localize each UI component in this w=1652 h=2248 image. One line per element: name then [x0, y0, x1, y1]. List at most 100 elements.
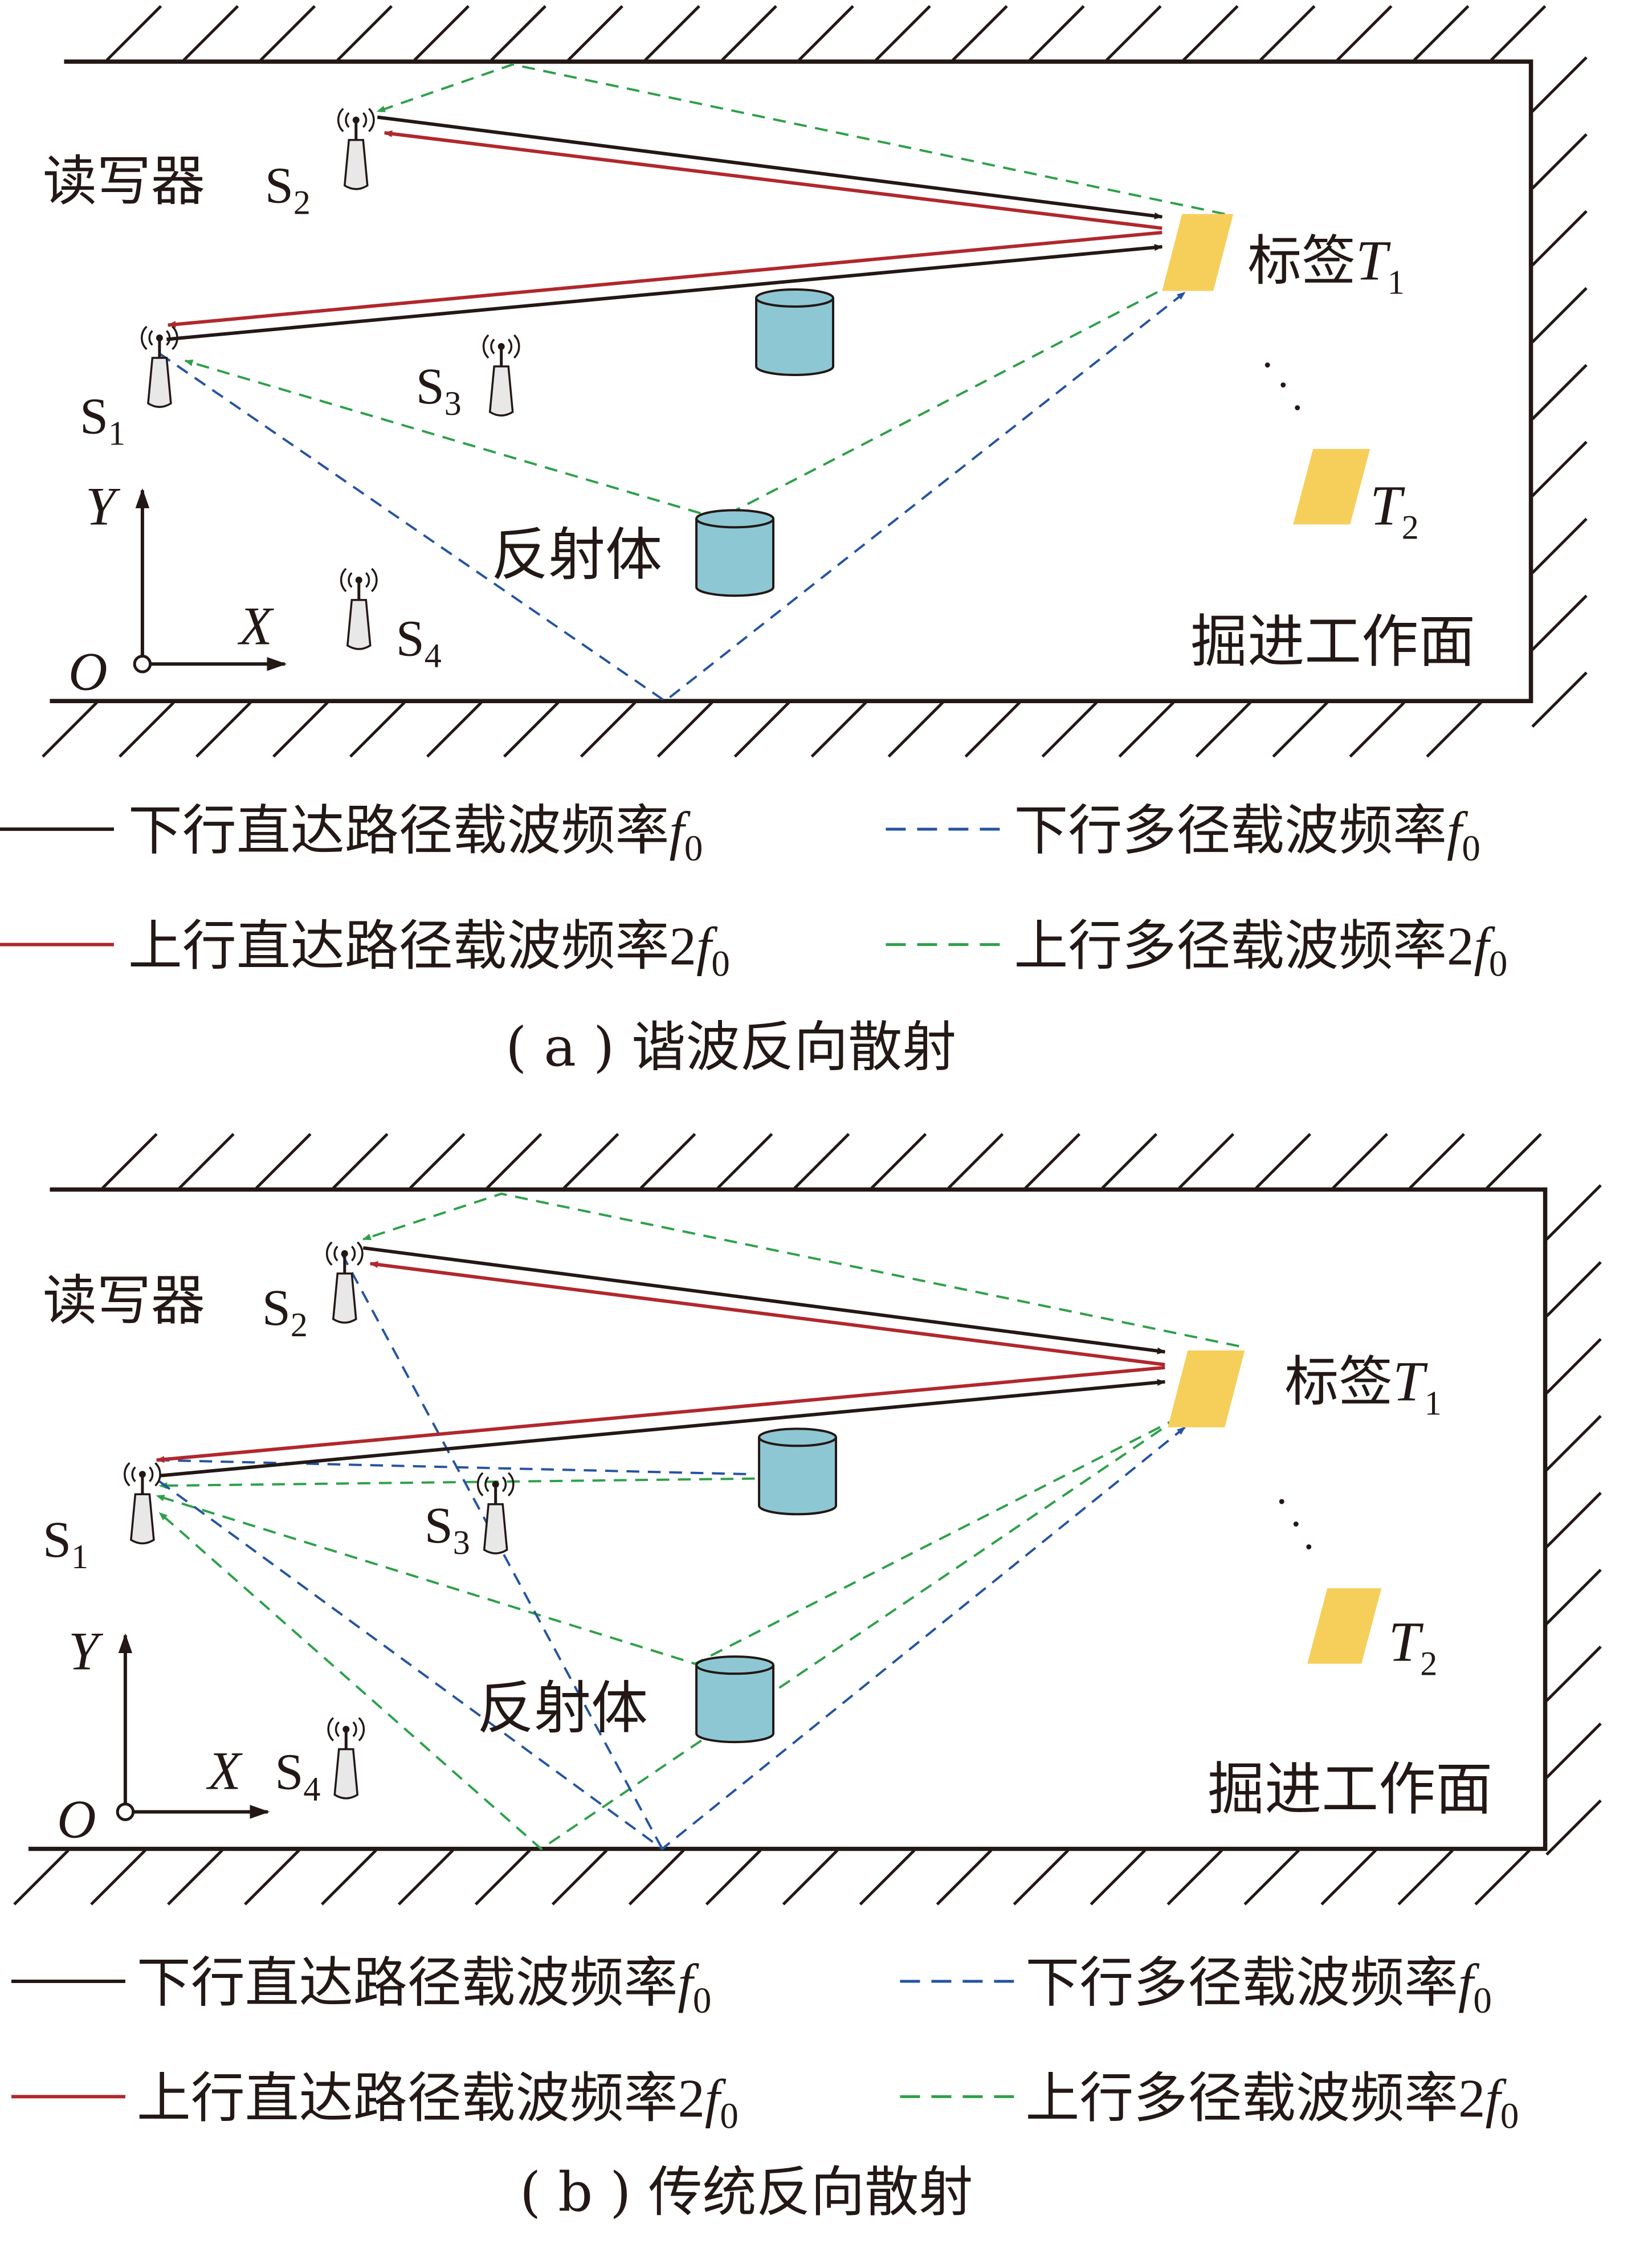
hatch-line [1531, 594, 1588, 651]
hatch-line [1409, 1133, 1465, 1189]
legend-label-downlink-multipath: 下行多径载波频率f0 [1025, 1952, 1492, 2021]
origin-marker [116, 1802, 135, 1821]
downlink-multipath-path [341, 1252, 663, 1850]
hatch-line [332, 1133, 389, 1189]
reader-s4-label: S4 [275, 1744, 320, 1808]
downlink-direct-path [362, 1246, 1166, 1354]
hatch-line [1272, 701, 1328, 758]
hatch-line [1106, 5, 1162, 62]
hatch-line [1545, 1645, 1602, 1702]
hatch-line [793, 1133, 850, 1189]
x-axis-label: X [206, 1741, 243, 1801]
reader-s2-label: S2 [265, 158, 311, 222]
uplink-multipath-path [362, 1192, 1239, 1348]
uplink-multipath-path [376, 63, 1225, 215]
tag-rfid-icon [1168, 1350, 1245, 1427]
hatch-line [1531, 56, 1588, 113]
hatch-line [1090, 1849, 1147, 1906]
uplink-multipath-path [184, 281, 1177, 520]
cylinder-icon [755, 288, 834, 376]
origin-label: O [68, 641, 108, 701]
hatch-line [1531, 671, 1588, 728]
tag-rfid-icon [1307, 1588, 1382, 1664]
hatch-line [1397, 1849, 1454, 1906]
hatch-line [1531, 517, 1588, 574]
hatch-line [105, 5, 162, 62]
hatch-line [259, 5, 316, 62]
legend-label-uplink-multipath: 上行多径载波频率2f0 [1014, 915, 1507, 985]
hatch-line [167, 1849, 223, 1906]
ellipsis-dot: · [1275, 1478, 1289, 1525]
antenna-icon [125, 1463, 160, 1543]
hatch-line [42, 701, 98, 758]
caption: ( b ) 传统反向散射 [520, 2161, 973, 2223]
hatch-line [1545, 1415, 1602, 1471]
hatch-line [244, 1849, 300, 1906]
hatch-line [1041, 701, 1098, 758]
hatch-line [952, 5, 1008, 62]
hatch-line [798, 5, 854, 62]
antenna-icon [338, 109, 374, 189]
hatch-line [1545, 1184, 1602, 1241]
y-axis-label: Y [68, 1621, 104, 1682]
hatch-line [716, 1133, 773, 1189]
hatch-line [119, 701, 175, 758]
hatch-line [567, 5, 623, 62]
hatch-line [936, 1849, 993, 1906]
hatch-line [964, 701, 1021, 758]
hatch-line [947, 1133, 1004, 1189]
ellipsis-dot: · [1261, 341, 1275, 389]
origin-label: O [57, 1789, 96, 1850]
hatch-line [182, 5, 239, 62]
reader-s1-label: S1 [43, 1512, 88, 1576]
tag-rfid-icon [1162, 214, 1234, 291]
ellipsis-dot: · [1289, 1501, 1303, 1548]
hatch-line [562, 1133, 619, 1189]
hatch-line [474, 1849, 531, 1906]
hatch-line [1182, 5, 1239, 62]
downlink-multipath-path [158, 1426, 1186, 1851]
tunnel-wall [28, 1187, 1548, 1851]
hatch-line [1545, 1799, 1602, 1856]
reader-s2-label: S2 [262, 1280, 308, 1344]
reader-s3-label: S3 [416, 358, 462, 422]
tag-t2-label: T2 [1389, 1610, 1438, 1683]
x-axis-label: X [237, 595, 275, 656]
hatch-line [490, 5, 546, 62]
hatch-line [1486, 1133, 1542, 1189]
legend: 下行直达路径载波频率f0 下行多径载波频率f0 上行直达路径载波频率2f0 上行… [11, 1952, 1519, 2136]
origin-marker [133, 655, 152, 674]
legend-label-uplink-multipath: 上行多径载波频率2f0 [1025, 2067, 1519, 2136]
hatch-line [13, 1849, 70, 1906]
ellipsis-dot: · [1276, 361, 1290, 409]
hatch-line [272, 701, 329, 758]
hatch-line [1255, 1133, 1311, 1189]
hatch-line [1024, 1133, 1081, 1189]
hatch-line [397, 1849, 454, 1906]
hatch-line [1490, 5, 1547, 62]
cylinder-icon [758, 1427, 837, 1516]
working-face-label: 掘进工作面 [1208, 1756, 1492, 1823]
reader-s4-label: S4 [396, 610, 442, 674]
hatch-line [195, 701, 252, 758]
uplink-multipath-path [158, 1477, 755, 1490]
hatch-line [413, 5, 470, 62]
hatch-line [1178, 1133, 1235, 1189]
legend-label-downlink-multipath: 下行多径载波频率f0 [1014, 799, 1480, 869]
ellipsis-dot: · [1290, 384, 1304, 431]
hatch-line [1013, 1849, 1070, 1906]
hatch-line [1336, 5, 1393, 62]
hatch-line [178, 1133, 235, 1189]
tag-rfid-icon [1293, 448, 1370, 525]
downlink-multipath-path [158, 291, 1186, 703]
wall-top-hatch [105, 5, 1547, 62]
hatch-line [409, 1133, 466, 1189]
hatch-line [1474, 1849, 1531, 1906]
hatch-line [1531, 210, 1588, 267]
tunnel-wall [50, 59, 1533, 704]
hatch-line [1426, 701, 1482, 758]
y-axis-label: Y [85, 476, 121, 536]
downlink-direct-path [159, 1379, 1166, 1478]
hatch-line [859, 1849, 916, 1906]
tag-t2-label: T2 [1370, 474, 1419, 546]
